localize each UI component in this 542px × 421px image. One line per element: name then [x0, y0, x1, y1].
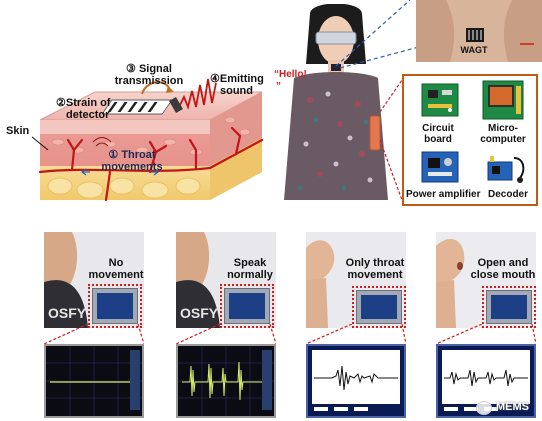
skin-schematic: Skin ②Strain of detector ③ Signal transm… [0, 0, 270, 215]
components-panel: Circuit board Micro- computer Power ampl… [402, 74, 538, 206]
skin-layer-illustration [31, 78, 264, 202]
wechat-icon [476, 401, 492, 415]
test-panel-speak-normally: OSFY Speak normally [176, 232, 276, 418]
test-photo [436, 232, 536, 328]
test-photo [306, 232, 406, 328]
zoom-lines [176, 324, 276, 344]
speech-bubble-tail: ” [276, 81, 281, 92]
wagt-label: WAGT [460, 45, 488, 55]
monitor-highlight [220, 284, 274, 328]
test-photo: OSFY [44, 232, 144, 328]
test-photo: OSFY [176, 232, 276, 328]
step2-label: ②Strain of detector [56, 97, 111, 121]
step4-label: ④Emitting sound [210, 73, 264, 97]
zoom-lines [306, 324, 406, 344]
monitor [486, 290, 532, 324]
power-amplifier-label: Power amplifier [406, 189, 481, 200]
speaker-icon [169, 96, 183, 114]
strain-sensor [101, 99, 173, 115]
signal-trace [314, 365, 398, 391]
zoom-lines [44, 324, 144, 344]
signal-trace [444, 369, 528, 387]
watermark: MEMS [476, 400, 529, 416]
monitor [356, 290, 402, 324]
svg-text:OSFY: OSFY [180, 305, 219, 321]
test-panel-open-close-mouth: Open and close mouth [436, 232, 536, 418]
svg-text:OSFY: OSFY [48, 305, 87, 321]
microcomputer-label: Micro- computer [480, 123, 526, 145]
test-label: Only throat movement [345, 257, 405, 281]
test-panel-only-throat-movement: Only throat movement [306, 232, 406, 418]
skin-label: Skin [6, 125, 30, 137]
signal-trace [182, 361, 262, 401]
oscilloscope-screen [44, 344, 144, 418]
component-connector [380, 79, 403, 201]
test-label: No movement [88, 257, 144, 281]
monitor-highlight [482, 286, 536, 328]
circuit-board-label: Circuit board [422, 123, 454, 145]
test-panel-no-movement: OSFY No movement [44, 232, 144, 418]
oscilloscope-screen [436, 344, 536, 418]
test-label: Speak normally [227, 257, 273, 281]
oscilloscope-screen [306, 344, 406, 418]
wearer-illustration [284, 3, 388, 200]
monitor-highlight [352, 286, 406, 328]
power-amplifier-image [421, 151, 459, 183]
speech-bubble-text: “Hello! [274, 69, 307, 80]
wearer-photo: “Hello! ” [270, 3, 402, 200]
decoder-image [487, 156, 525, 183]
step3-label: ③ Signal transmission [114, 63, 184, 87]
sensor-zoom-photo: WAGT [416, 0, 542, 62]
decoder-label: Decoder [488, 189, 529, 200]
step1-label: ① Throat movements [101, 149, 163, 173]
zoom-connector-lines [335, 0, 431, 69]
oscilloscope-screen [176, 344, 276, 418]
watermark-text: MEMS [496, 401, 529, 414]
microcomputer-image [482, 80, 524, 120]
zoom-lines [436, 324, 536, 344]
sound-wave [179, 78, 217, 110]
monitor-highlight [88, 284, 142, 328]
monitor [224, 288, 270, 324]
monitor [92, 288, 138, 324]
circuit-board-image [421, 83, 459, 117]
test-label: Open and close mouth [470, 257, 536, 281]
